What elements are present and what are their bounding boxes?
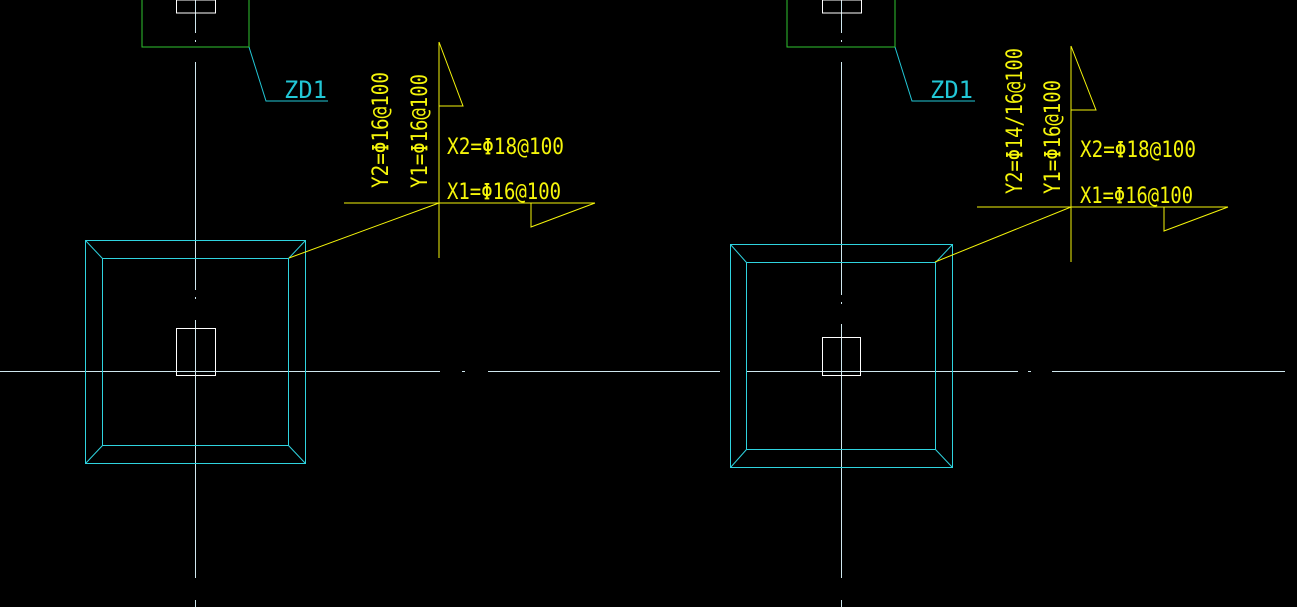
column-cap-left [141, 0, 250, 48]
rebar-x2-left: X2=Φ18@100 [447, 135, 564, 160]
rebar-y2-right: Y2=Φ14/16@100 [1003, 48, 1028, 194]
footing-left[interactable]: ZD1 Y2=Φ16@100 Y1=Φ16@100 X2=Φ18@100 X1=… [85, 0, 596, 607]
rebar-y1-right: Y1=Φ16@100 [1041, 80, 1066, 194]
column-left [176, 328, 216, 376]
rebar-y2-left: Y2=Φ16@100 [369, 72, 394, 188]
rebar-y1-left: Y1=Φ16@100 [408, 74, 433, 188]
footing-name-left: ZD1 [284, 76, 327, 104]
column-cap-right [786, 0, 896, 48]
rebar-x2-right: X2=Φ18@100 [1080, 138, 1196, 163]
rebar-x1-left: X1=Φ16@100 [447, 180, 561, 205]
footing-outline-right [730, 244, 953, 468]
label-leader-right [894, 46, 975, 102]
footing-name-right: ZD1 [930, 76, 973, 104]
footing-right[interactable]: ZD1 Y2=Φ14/16@100 Y1=Φ16@100 X2=Φ18@100 … [730, 0, 1229, 607]
footing-outline-left [85, 240, 306, 464]
rebar-annotation-left [288, 41, 596, 259]
label-leader-left [248, 46, 328, 102]
column-right [822, 337, 861, 376]
rebar-annotation-right [934, 45, 1229, 263]
rebar-x1-right: X1=Φ16@100 [1080, 184, 1193, 209]
